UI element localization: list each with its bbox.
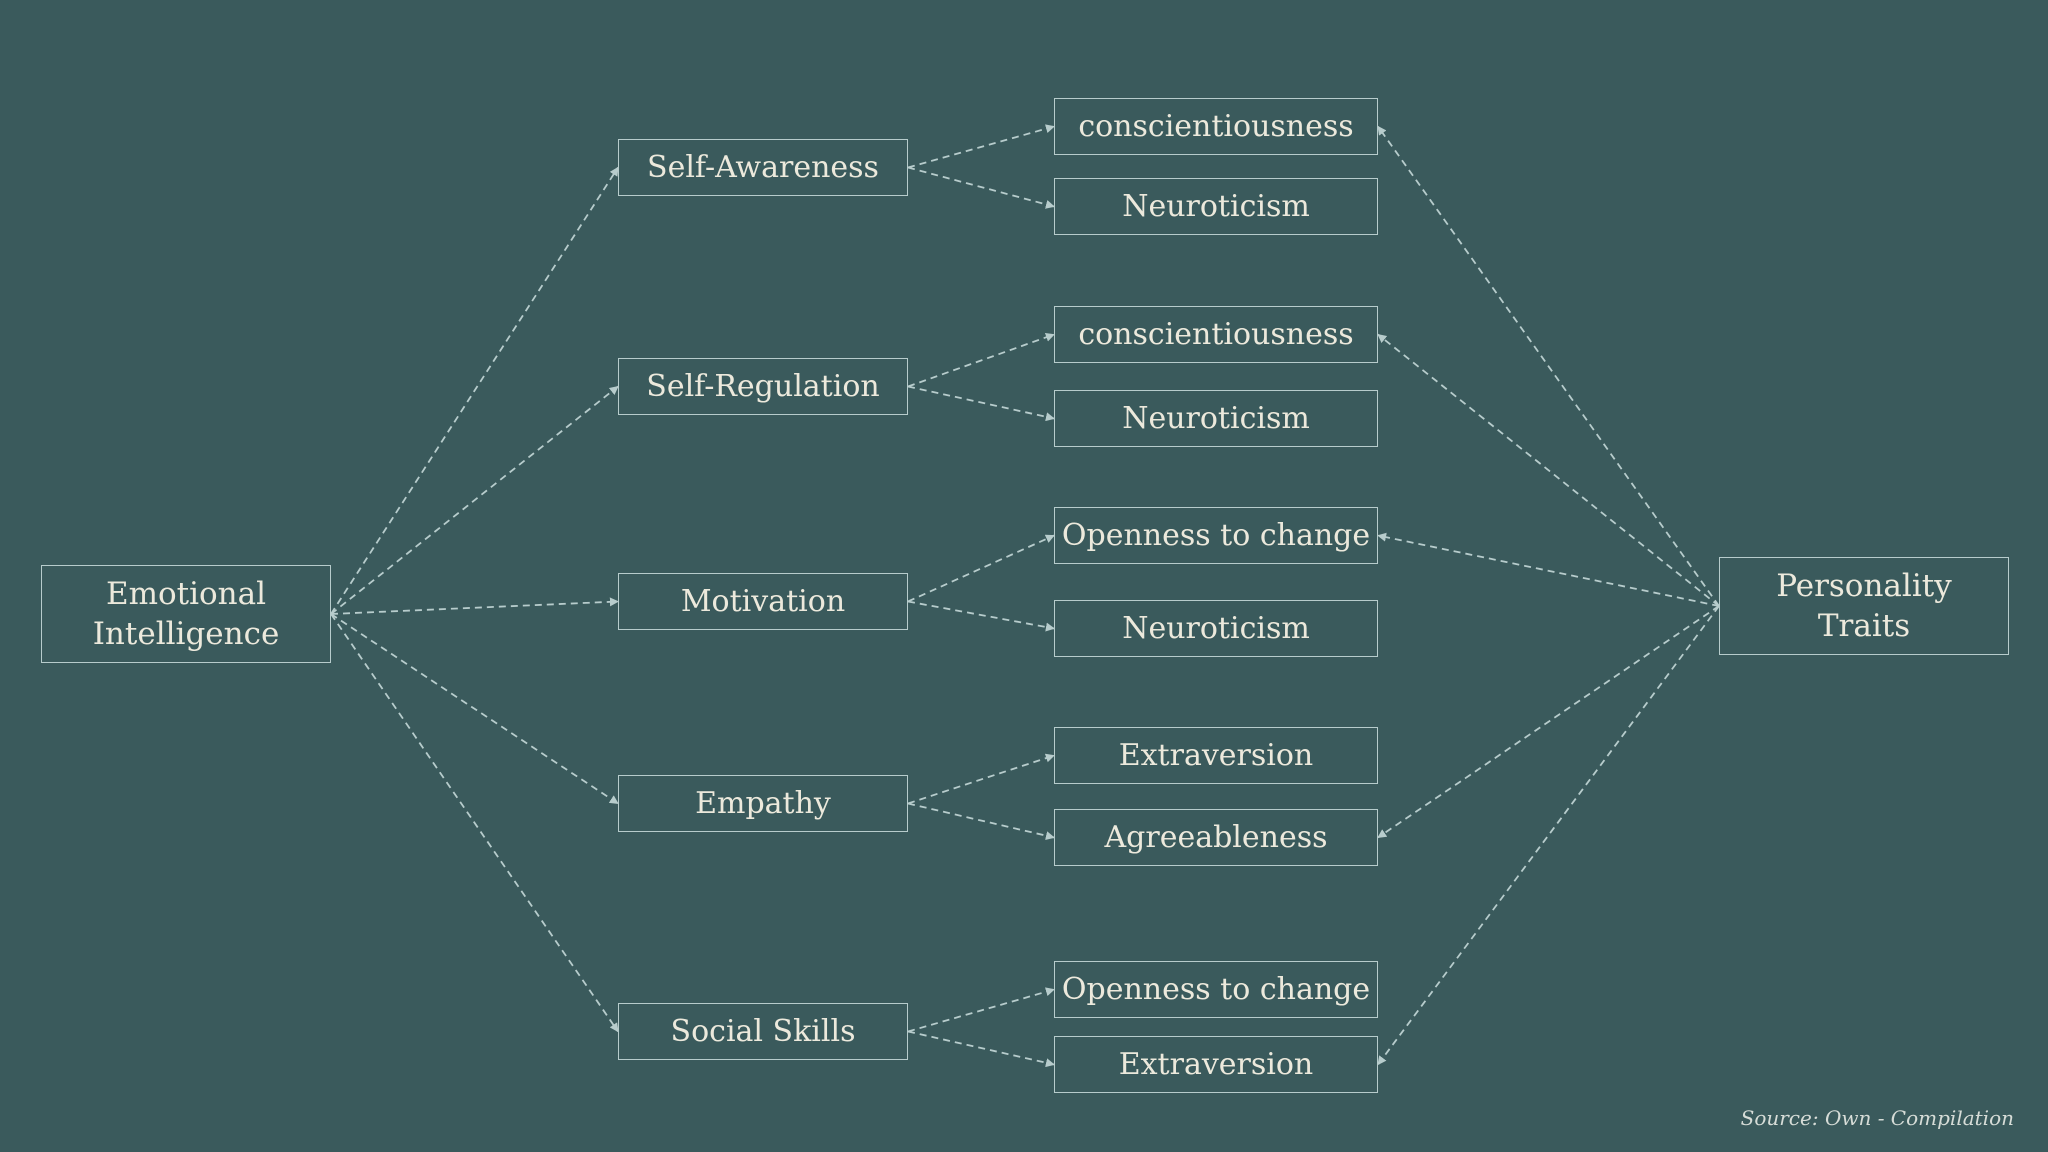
connector-dimension-to-trait <box>907 600 1055 632</box>
trait-label: conscientiousness <box>1078 109 1354 144</box>
connector-dimension-to-trait <box>907 753 1055 805</box>
dimension-label: Self-Awareness <box>647 150 879 185</box>
dimension-node-social-skills: Social Skills <box>618 1003 908 1060</box>
dimension-label: Self-Regulation <box>646 369 880 404</box>
dimension-label: Social Skills <box>670 1014 856 1049</box>
trait-label: conscientiousness <box>1078 317 1354 352</box>
connector-root-to-dimension <box>330 166 619 615</box>
trait-label: Openness to change <box>1061 972 1371 1007</box>
connector-root-to-dimension <box>330 597 619 615</box>
trait-node-neuroticism: Neuroticism <box>1054 390 1378 447</box>
trait-node-neuroticism: Neuroticism <box>1054 600 1378 657</box>
trait-node-openness-to-change: Openness to change <box>1054 507 1378 564</box>
trait-label: Extraversion <box>1118 1047 1314 1082</box>
connector-personality-to-trait <box>1377 605 1720 1066</box>
trait-node-openness-to-change: Openness to change <box>1054 961 1378 1018</box>
trait-node-extraversion: Extraversion <box>1054 727 1378 784</box>
trait-node-extraversion: Extraversion <box>1054 1036 1378 1093</box>
connector-root-to-dimension <box>330 613 619 805</box>
trait-label: Neuroticism <box>1122 611 1310 646</box>
root-label-line1: Emotional <box>105 575 267 612</box>
connector-personality-to-trait <box>1377 333 1720 607</box>
dimension-node-self-awareness: Self-Awareness <box>618 139 908 196</box>
root-label-line2: Intelligence <box>92 616 280 652</box>
connector-dimension-to-trait <box>907 124 1055 169</box>
trait-label: Openness to change <box>1061 518 1371 553</box>
trait-node-conscientiousness: conscientiousness <box>1054 306 1378 363</box>
source-note: Source: Own - Compilation <box>1740 1106 2014 1130</box>
connector-dimension-to-trait <box>907 385 1055 422</box>
dimension-node-empathy: Empathy <box>618 775 908 832</box>
trait-node-neuroticism: Neuroticism <box>1054 178 1378 235</box>
trait-label: Extraversion <box>1118 738 1314 773</box>
connector-dimension-to-trait <box>907 332 1055 388</box>
connector-root-to-dimension <box>330 613 619 1033</box>
dimension-node-self-regulation: Self-Regulation <box>618 358 908 415</box>
trait-label: Neuroticism <box>1122 401 1310 436</box>
dimension-label: Motivation <box>680 584 846 619</box>
dimension-label: Empathy <box>695 786 831 821</box>
trait-label: Neuroticism <box>1122 189 1310 224</box>
connector-personality-to-trait <box>1377 532 1720 607</box>
connector-dimension-to-trait <box>907 802 1055 841</box>
connector-dimension-to-trait <box>907 534 1055 603</box>
connector-personality-to-trait <box>1377 125 1720 607</box>
connector-dimension-to-trait <box>907 1030 1055 1068</box>
connector-root-to-dimension <box>330 385 619 615</box>
personality-traits-node: Personality Traits <box>1719 557 2009 655</box>
target-label-line2: Traits <box>1817 608 1911 644</box>
target-label-line1: Personality <box>1776 567 1952 604</box>
connector-dimension-to-trait <box>907 987 1055 1033</box>
connector-dimension-to-trait <box>907 166 1055 209</box>
trait-node-agreeableness: Agreeableness <box>1054 809 1378 866</box>
emotional-intelligence-node: Emotional Intelligence <box>41 565 331 663</box>
connector-personality-to-trait <box>1377 605 1720 839</box>
trait-label: Agreeableness <box>1104 820 1328 855</box>
trait-node-conscientiousness: conscientiousness <box>1054 98 1378 155</box>
dimension-node-motivation: Motivation <box>618 573 908 630</box>
